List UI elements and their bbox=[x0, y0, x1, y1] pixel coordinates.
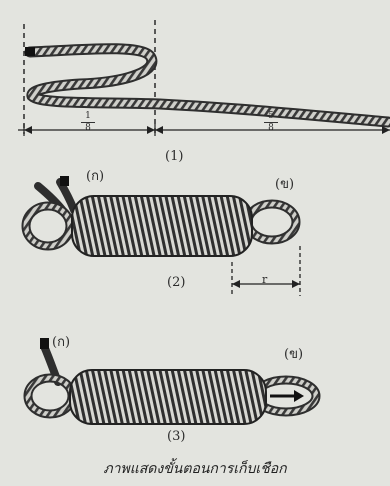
step3-label-a: (ก) bbox=[52, 336, 70, 349]
frac-left-den: 8 bbox=[81, 122, 95, 133]
step1-dimension bbox=[18, 124, 390, 136]
step2-coil bbox=[26, 176, 296, 256]
step3-label-b: (ข) bbox=[284, 348, 303, 361]
step2-rope-end bbox=[60, 176, 69, 186]
step2-label-b: (ข) bbox=[275, 178, 294, 191]
arrow-right-icon bbox=[270, 390, 304, 402]
step2-label-a: (ก) bbox=[86, 170, 104, 183]
frac-left-num: 1 bbox=[85, 111, 91, 121]
step1-number: (1) bbox=[165, 150, 183, 163]
step2-coil-body bbox=[72, 196, 252, 256]
figure-caption: ภาพแสดงขั้นตอนการเก็บเชือก bbox=[0, 458, 390, 480]
step3-number: (3) bbox=[167, 430, 185, 443]
step3-rope-end bbox=[40, 338, 49, 349]
step3-coil-body bbox=[70, 370, 266, 424]
frac-right-den: 8 bbox=[264, 122, 278, 133]
step1-fraction-right: 5 8 bbox=[264, 112, 278, 133]
frac-right-num: 5 bbox=[268, 111, 274, 121]
step2-dimension-label: r bbox=[262, 274, 267, 285]
step1-fraction-left: 1 8 bbox=[81, 112, 95, 133]
step2-number: (2) bbox=[167, 276, 185, 289]
step1-rope bbox=[24, 20, 388, 134]
step1-rope-end bbox=[25, 47, 35, 56]
step3-coil bbox=[28, 338, 316, 424]
